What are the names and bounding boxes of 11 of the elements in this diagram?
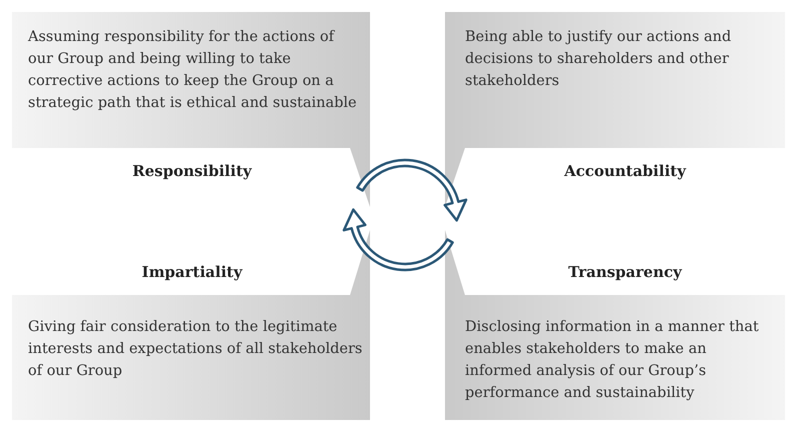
heading-text: Transparency: [567, 263, 684, 281]
heading-text: Impartiality: [140, 263, 244, 281]
description-text: Disclosing information in a manner that enables stakeholders to make an informed analysis of our Group’s performance and sustainability: [465, 318, 760, 403]
quadrant-panel: [12, 230, 370, 420]
quadrant-panel: [445, 230, 785, 420]
description-text: Being able to justify our actions and decisions to shareholders and other stakeholders: [465, 28, 732, 91]
description-text: Assuming responsibility for the actions of our Group and being willing to take corrective actions to keep the Group on a strategic path that is ethical and sustainable: [28, 28, 358, 113]
heading-text: Responsibility: [131, 162, 253, 180]
heading-text: Accountability: [563, 162, 688, 180]
quadrant-panel: [12, 12, 370, 207]
description-text: Giving fair consideration to the legitimate interests and expectations of all stakeholders of our Group: [28, 318, 363, 381]
